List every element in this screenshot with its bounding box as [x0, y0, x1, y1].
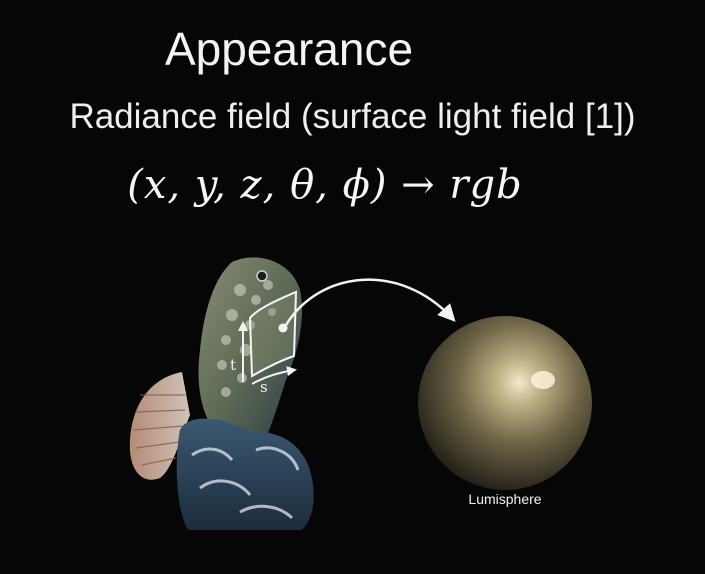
slide-subtitle: Radiance field (surface light field [1])	[69, 97, 636, 136]
s-axis-label: s	[260, 378, 268, 396]
mapping-arrow	[284, 278, 456, 326]
lumisphere-highlight	[531, 371, 555, 389]
fish-tail-fin	[129, 372, 190, 480]
lumisphere	[418, 316, 592, 490]
lumisphere-caption: Lumisphere	[468, 491, 542, 507]
radiance-formula: (x, y, z, θ, ϕ) → rgb	[127, 162, 523, 208]
slide-title: Appearance	[164, 23, 414, 75]
s-axis-arrow	[251, 366, 297, 385]
fish-base	[176, 418, 314, 530]
fish-eye	[256, 270, 268, 282]
patch-point	[278, 323, 288, 333]
t-axis-label: t	[230, 356, 236, 374]
surface-patch: t s	[230, 290, 298, 396]
